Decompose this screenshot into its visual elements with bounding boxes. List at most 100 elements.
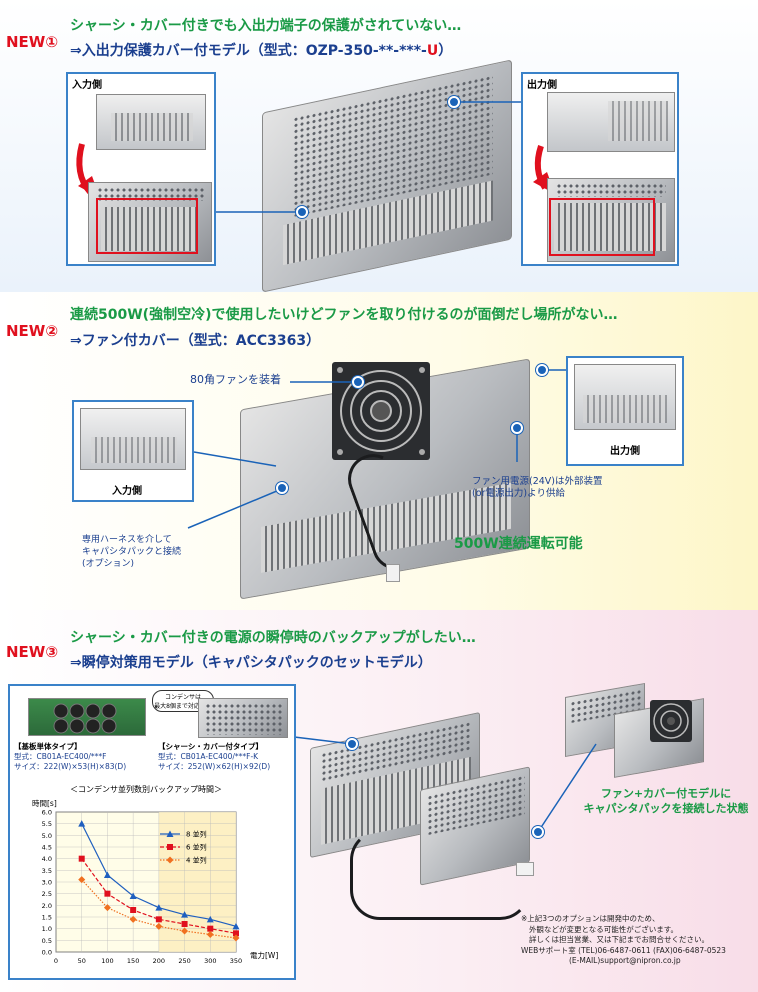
data-point: [78, 820, 86, 827]
data-point: [181, 911, 189, 918]
data-point: [103, 871, 111, 878]
legend-marker: [166, 830, 174, 837]
section3-connector-lines: [285, 735, 597, 833]
fan-output-label: 出力側: [610, 446, 640, 457]
legend-marker: [166, 856, 174, 864]
backup-time-panel: コンデンサは 最大8個まで対応可能 【基板単体タイプ】 型式：CB01A-EC4…: [8, 684, 296, 980]
fan-output-photo: [574, 364, 676, 430]
section3-headline-1: シャーシ・カバー付きの電源の瞬停時のバックアップがしたい…: [70, 630, 476, 646]
data-point: [232, 922, 240, 930]
callout-dot: [536, 364, 548, 376]
data-point: [155, 922, 163, 930]
backup-time-chart: ＜コンデンサ並列数別バックアップ時間＞時間[s]電力[W]0.00.51.01.…: [32, 784, 278, 965]
x-axis-label: 電力[W]: [250, 950, 278, 960]
power-callout: ファン用電源(24V)は外部装置 (or電源出力)より供給: [472, 476, 603, 499]
input-assembled-photo: [88, 182, 212, 262]
data-point: [206, 931, 214, 938]
data-point: [78, 855, 85, 862]
data-point: [155, 904, 163, 911]
input-side-photo-box: 入力側: [66, 72, 216, 266]
callout-dot: [352, 376, 364, 388]
x-tick-label: 0: [54, 957, 58, 965]
section2-connector-lines: [187, 369, 566, 529]
fan-icon: [650, 700, 692, 742]
data-point: [206, 915, 214, 923]
fan-input-photo: [80, 408, 186, 470]
section1-headline-2: ⇒入出力保護カバー付モデル（型式：OZP-350-**-***-U）: [70, 43, 453, 59]
footnote: ※上記3つのオプションは開発中のため、 外観などが変更となる可能性がございます。…: [521, 914, 726, 965]
y-tick-label: 1.0: [42, 925, 52, 933]
output-cover-photo: [547, 92, 675, 152]
input-side-label: 入力側: [72, 80, 102, 91]
legend-label: 4 並列: [186, 856, 207, 865]
chart-title: ＜コンデンサ並列数別バックアップ時間＞: [70, 784, 222, 794]
data-point: [78, 876, 86, 884]
continuous-operation-note: 500W連続運転可能: [454, 536, 583, 552]
data-point: [130, 907, 137, 913]
capacitor-cable: [350, 830, 530, 920]
data-point: [129, 915, 137, 923]
legend-label: 8 並列: [186, 830, 207, 839]
board-type-spec: 【基板単体タイプ】 型式：CB01A-EC400/***F サイズ：222(W)…: [14, 742, 127, 771]
section3-headline-2: ⇒瞬停対策用モデル（キャパシタパックのセットモデル）: [70, 655, 432, 671]
data-point: [103, 904, 111, 912]
section1-headline-1: シャーシ・カバー付きでも入出力端子の保護がされていない…: [70, 18, 462, 34]
connector-icon: [516, 862, 534, 876]
y-tick-label: 5.0: [42, 832, 52, 840]
new-badge-1: NEW①: [6, 33, 59, 51]
data-point: [181, 921, 188, 927]
data-point: [233, 930, 239, 937]
y-tick-label: 2.5: [42, 890, 52, 898]
callout-dot: [532, 826, 544, 838]
fan-callout: 80角ファンを装着: [190, 373, 281, 386]
x-tick-label: 150: [127, 957, 139, 965]
callout-dot: [346, 738, 358, 750]
input-cover-photo: [96, 94, 206, 150]
x-tick-label: 200: [153, 957, 165, 965]
section2-headline-1: 連続500W(強制空冷)で使用したいけどファンを取り付けるのが面倒だし場所がない…: [70, 307, 618, 323]
data-point: [129, 892, 137, 899]
data-point: [207, 925, 214, 932]
data-point: [181, 927, 189, 935]
callout-dot: [276, 482, 288, 494]
section-io-cover: NEW① シャーシ・カバー付きでも入出力端子の保護がされていない… ⇒入出力保護…: [0, 0, 758, 293]
y-tick-label: 4.0: [42, 855, 52, 863]
x-tick-label: 50: [78, 957, 86, 965]
connector-icon: [386, 564, 400, 582]
data-point: [104, 890, 111, 897]
chassis-type-spec: 【シャーシ・カバー付タイプ】 型式：CB01A-EC400/***F-K サイズ…: [158, 742, 271, 771]
harness-callout: 専用ハーネスを介して キャパシタパックと接続 (オプション): [82, 535, 182, 569]
x-tick-label: 350: [230, 957, 242, 965]
y-tick-label: 2.0: [42, 902, 52, 910]
output-side-photo-box: 出力側: [521, 72, 679, 266]
callout-dot: [511, 422, 523, 434]
data-point: [155, 916, 162, 923]
y-tick-label: 6.0: [42, 809, 52, 817]
capacitor-board-photo: [28, 698, 146, 736]
fan-input-side-box: 入力側: [72, 400, 194, 502]
section1-connector-lines: [216, 101, 521, 213]
y-tick-label: 3.5: [42, 867, 52, 875]
capacitor-chassis-photo: [198, 698, 288, 738]
legend-marker: [167, 844, 173, 850]
output-side-label: 出力側: [527, 80, 557, 91]
fan-output-side-box: 出力側: [566, 356, 684, 466]
data-point: [232, 934, 240, 942]
y-tick-label: 1.5: [42, 914, 52, 922]
callout-dot: [296, 206, 308, 218]
fan-input-label: 入力側: [112, 486, 142, 497]
y-axis-label: 時間[s]: [32, 799, 57, 808]
connection-state-note: ファン+カバー付モデルに キャパシタパックを接続した状態: [583, 787, 749, 815]
section2-headline-2: ⇒ファン付カバー（型式：ACC3363）: [70, 333, 321, 349]
section-fan-cover: NEW② 連続500W(強制空冷)で使用したいけどファンを取り付けるのが面倒だし…: [0, 292, 758, 610]
callout-dot: [448, 96, 460, 108]
legend-label: 6 並列: [186, 843, 207, 852]
fan-icon: [332, 362, 430, 460]
x-tick-label: 100: [101, 957, 113, 965]
y-tick-label: 4.5: [42, 844, 52, 852]
new-badge-3: NEW③: [6, 643, 59, 661]
new-badge-2: NEW②: [6, 322, 59, 340]
x-tick-label: 300: [204, 957, 216, 965]
y-tick-label: 0.5: [42, 937, 52, 945]
y-tick-label: 3.0: [42, 879, 52, 887]
